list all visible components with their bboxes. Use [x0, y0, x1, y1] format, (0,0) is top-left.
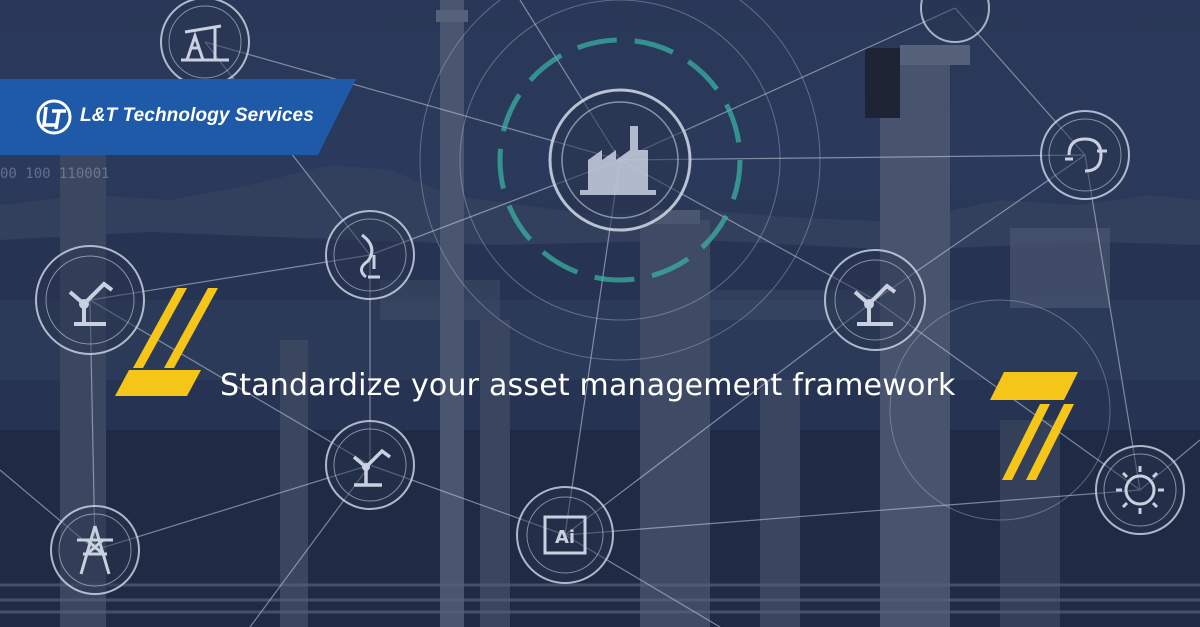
svg-text:Ai: Ai — [555, 527, 575, 548]
energy-plug-icon — [325, 210, 415, 300]
robot-arm-icon — [35, 245, 145, 355]
gear-icon — [920, 0, 990, 43]
accent-slash-right — [990, 372, 1078, 480]
headline: Standardize your asset management framew… — [220, 368, 956, 403]
binary-text: 00 100 110001 — [0, 166, 110, 182]
lt-logo-icon — [36, 99, 72, 135]
oil-pump-icon — [160, 0, 250, 87]
ai-chip-icon: Ai — [516, 486, 614, 584]
brand-band — [0, 79, 356, 155]
brand-name: L&T Technology Services — [80, 105, 314, 126]
gear-sun-icon — [1095, 445, 1185, 535]
plug-cycle-icon — [1040, 110, 1130, 200]
power-tower-icon — [50, 505, 140, 595]
accent-slash-left — [115, 288, 218, 396]
robot-arm-icon — [824, 249, 926, 351]
factory-icon — [548, 88, 692, 232]
robot-arm-icon — [325, 420, 415, 510]
